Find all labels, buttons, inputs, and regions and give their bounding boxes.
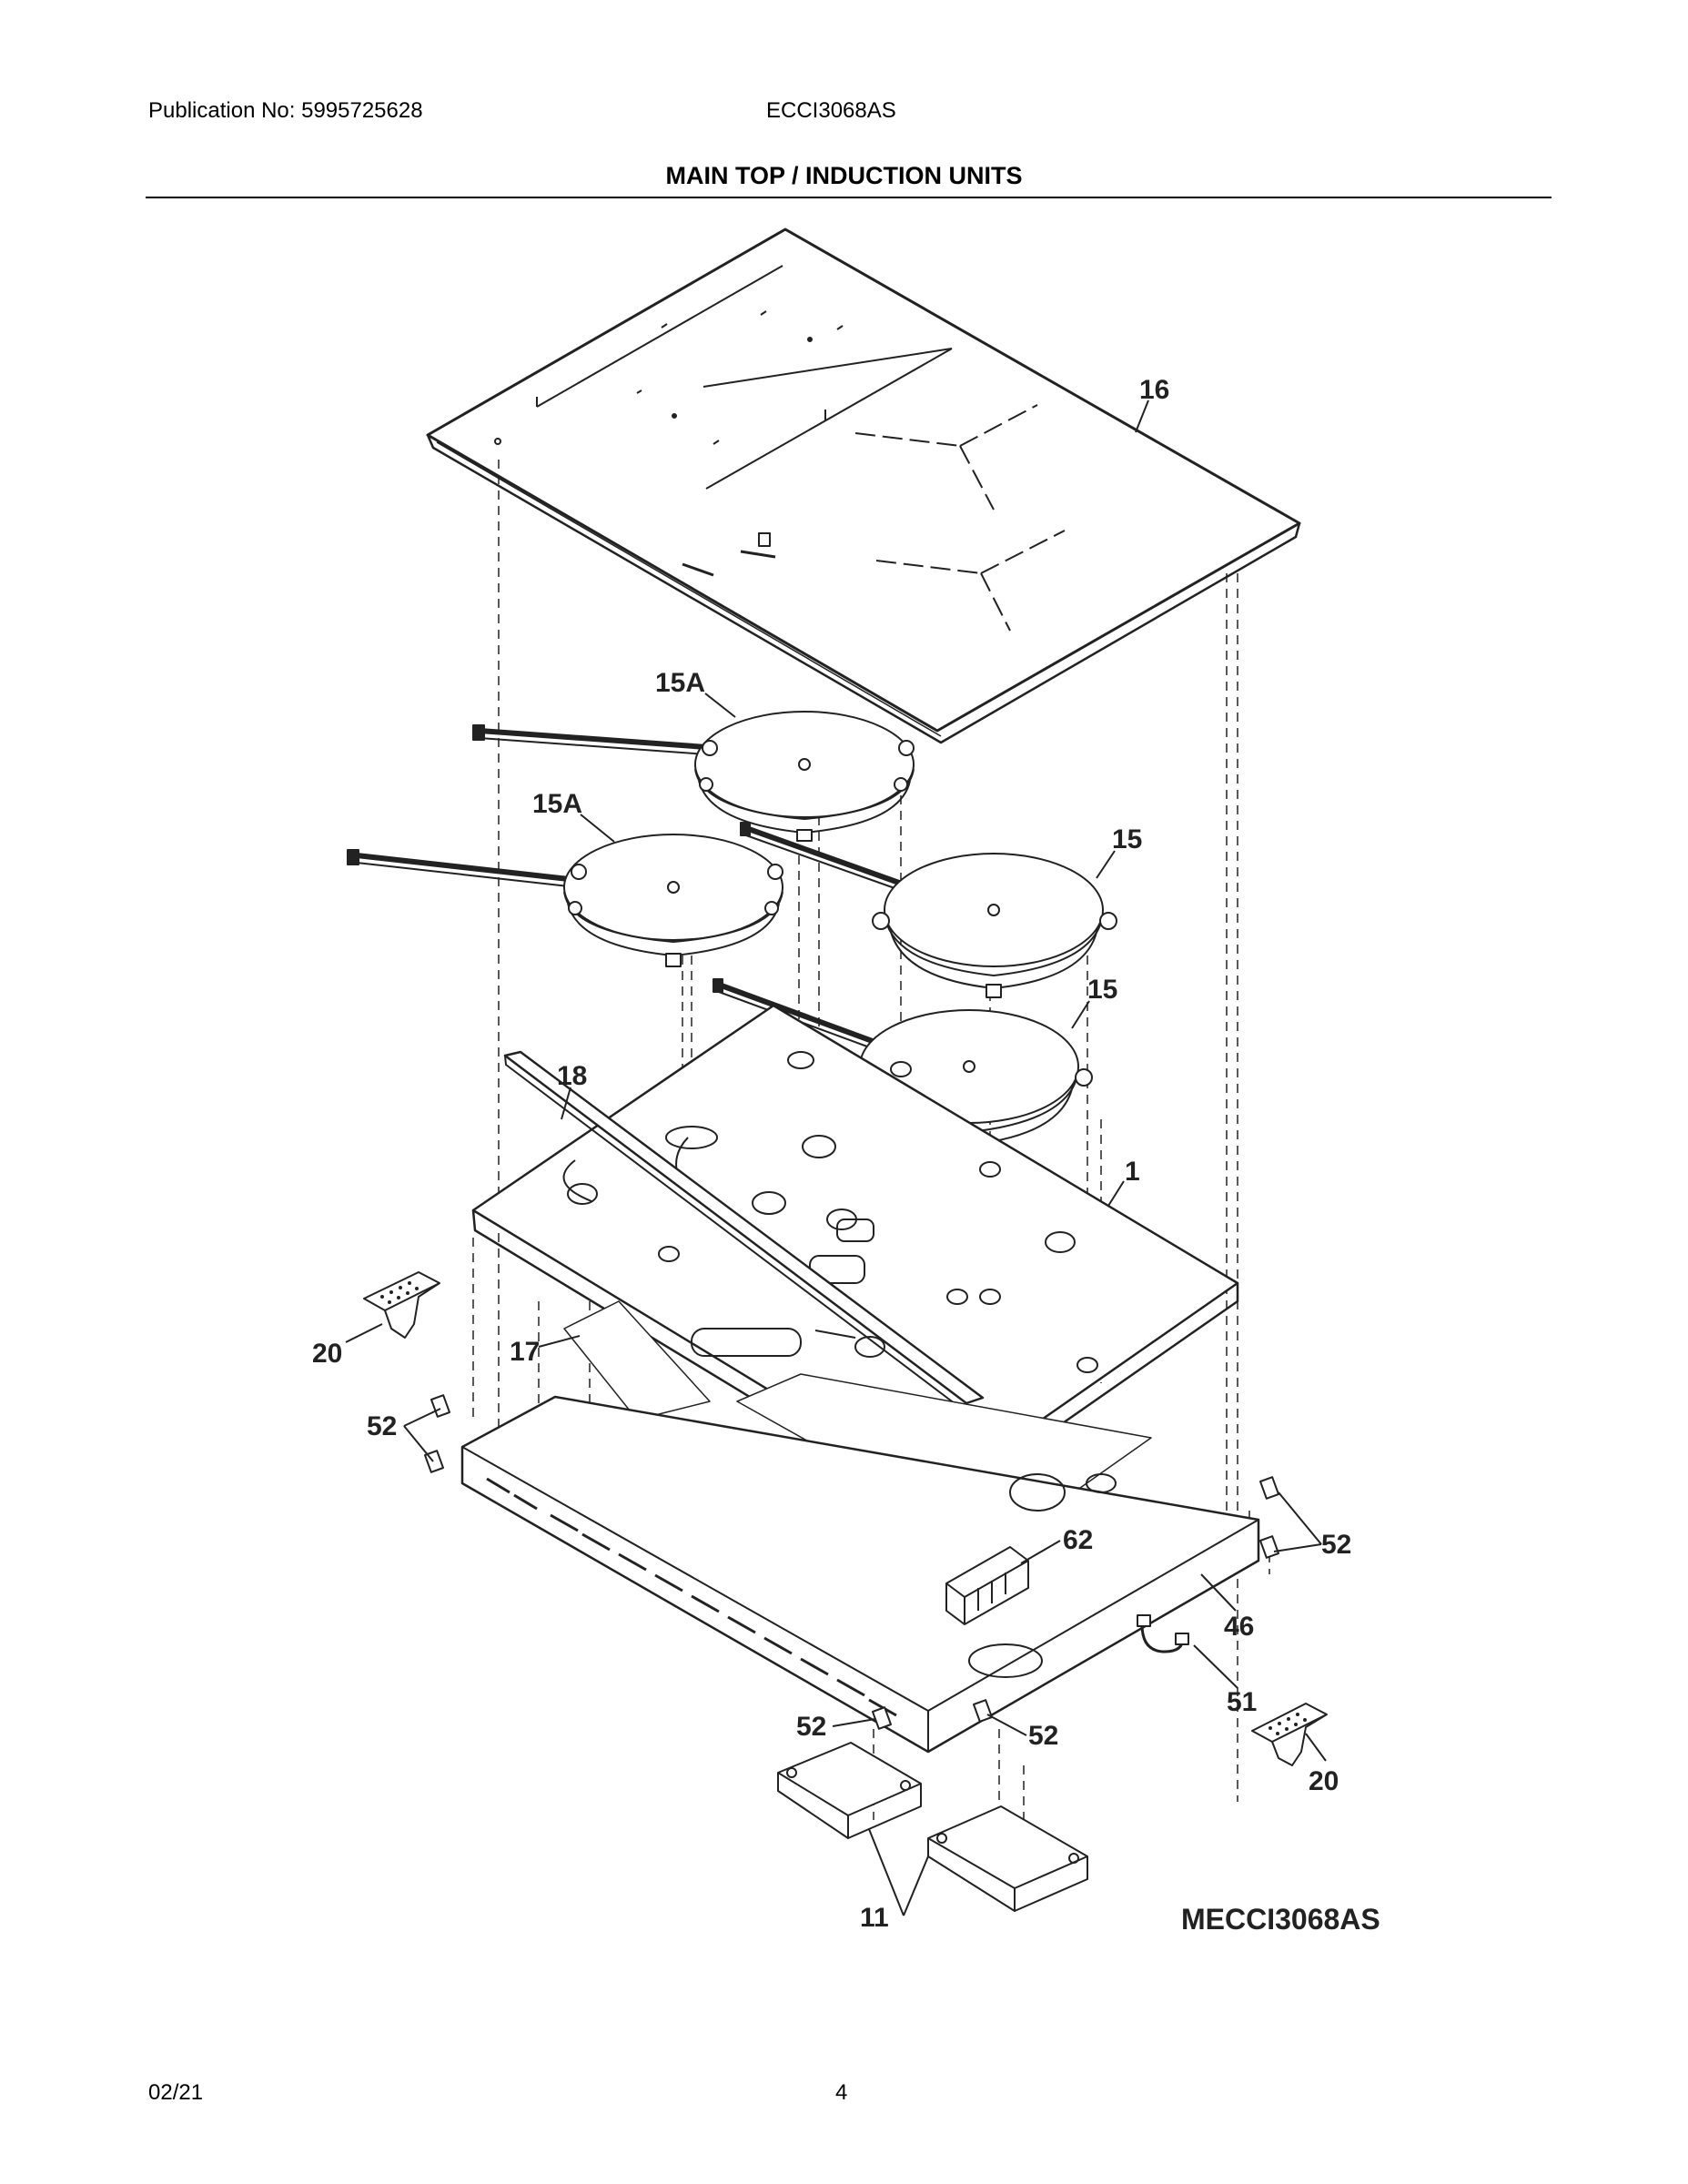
foot-left [363, 1271, 440, 1339]
clip [1137, 1614, 1189, 1653]
terminal-block [945, 1546, 1029, 1625]
page-number: 4 [835, 2080, 848, 2105]
footer-date: 02/21 [148, 2080, 204, 2105]
leader-lines [345, 399, 1327, 1916]
callout-11: 11 [860, 1903, 889, 1933]
page-title: MAIN TOP / INDUCTION UNITS [665, 162, 1023, 189]
callout-15a-left: 15A [532, 789, 582, 819]
callout-52-right: 52 [1321, 1530, 1351, 1560]
callout-15-upper: 15 [1112, 824, 1142, 854]
callout-52-left: 52 [367, 1411, 397, 1441]
callout-51: 51 [1227, 1687, 1257, 1717]
callout-20-right: 20 [1309, 1766, 1339, 1796]
induction-coil-15a-left [347, 834, 783, 967]
callout-62: 62 [1063, 1525, 1093, 1555]
callout-17: 17 [510, 1337, 540, 1367]
callout-16: 16 [1139, 375, 1169, 405]
bottom-box [460, 1395, 1260, 1754]
callout-46: 46 [1224, 1612, 1254, 1642]
callout-18: 18 [557, 1061, 587, 1091]
induction-coil-15a-top [472, 711, 915, 842]
bracket-right [927, 1805, 1088, 1912]
bracket-left [777, 1742, 922, 1839]
callout-20-left: 20 [312, 1339, 342, 1369]
callout-52-bottom-right: 52 [1028, 1721, 1058, 1751]
callout-1: 1 [1125, 1157, 1140, 1187]
callout-15-lower: 15 [1087, 975, 1117, 1005]
model-number: ECCI3068AS [766, 98, 896, 123]
callout-52-bottom-left: 52 [796, 1712, 826, 1742]
diagram-reference: MECCI3068AS [1181, 1903, 1380, 1936]
callout-15a-top: 15A [655, 668, 705, 698]
glass-cooktop [426, 228, 1301, 744]
publication-number: Publication No: 5995725628 [148, 98, 423, 123]
header-rule [146, 197, 1552, 198]
induction-coil-15-upper [740, 822, 1117, 998]
foot-right [1251, 1703, 1328, 1766]
